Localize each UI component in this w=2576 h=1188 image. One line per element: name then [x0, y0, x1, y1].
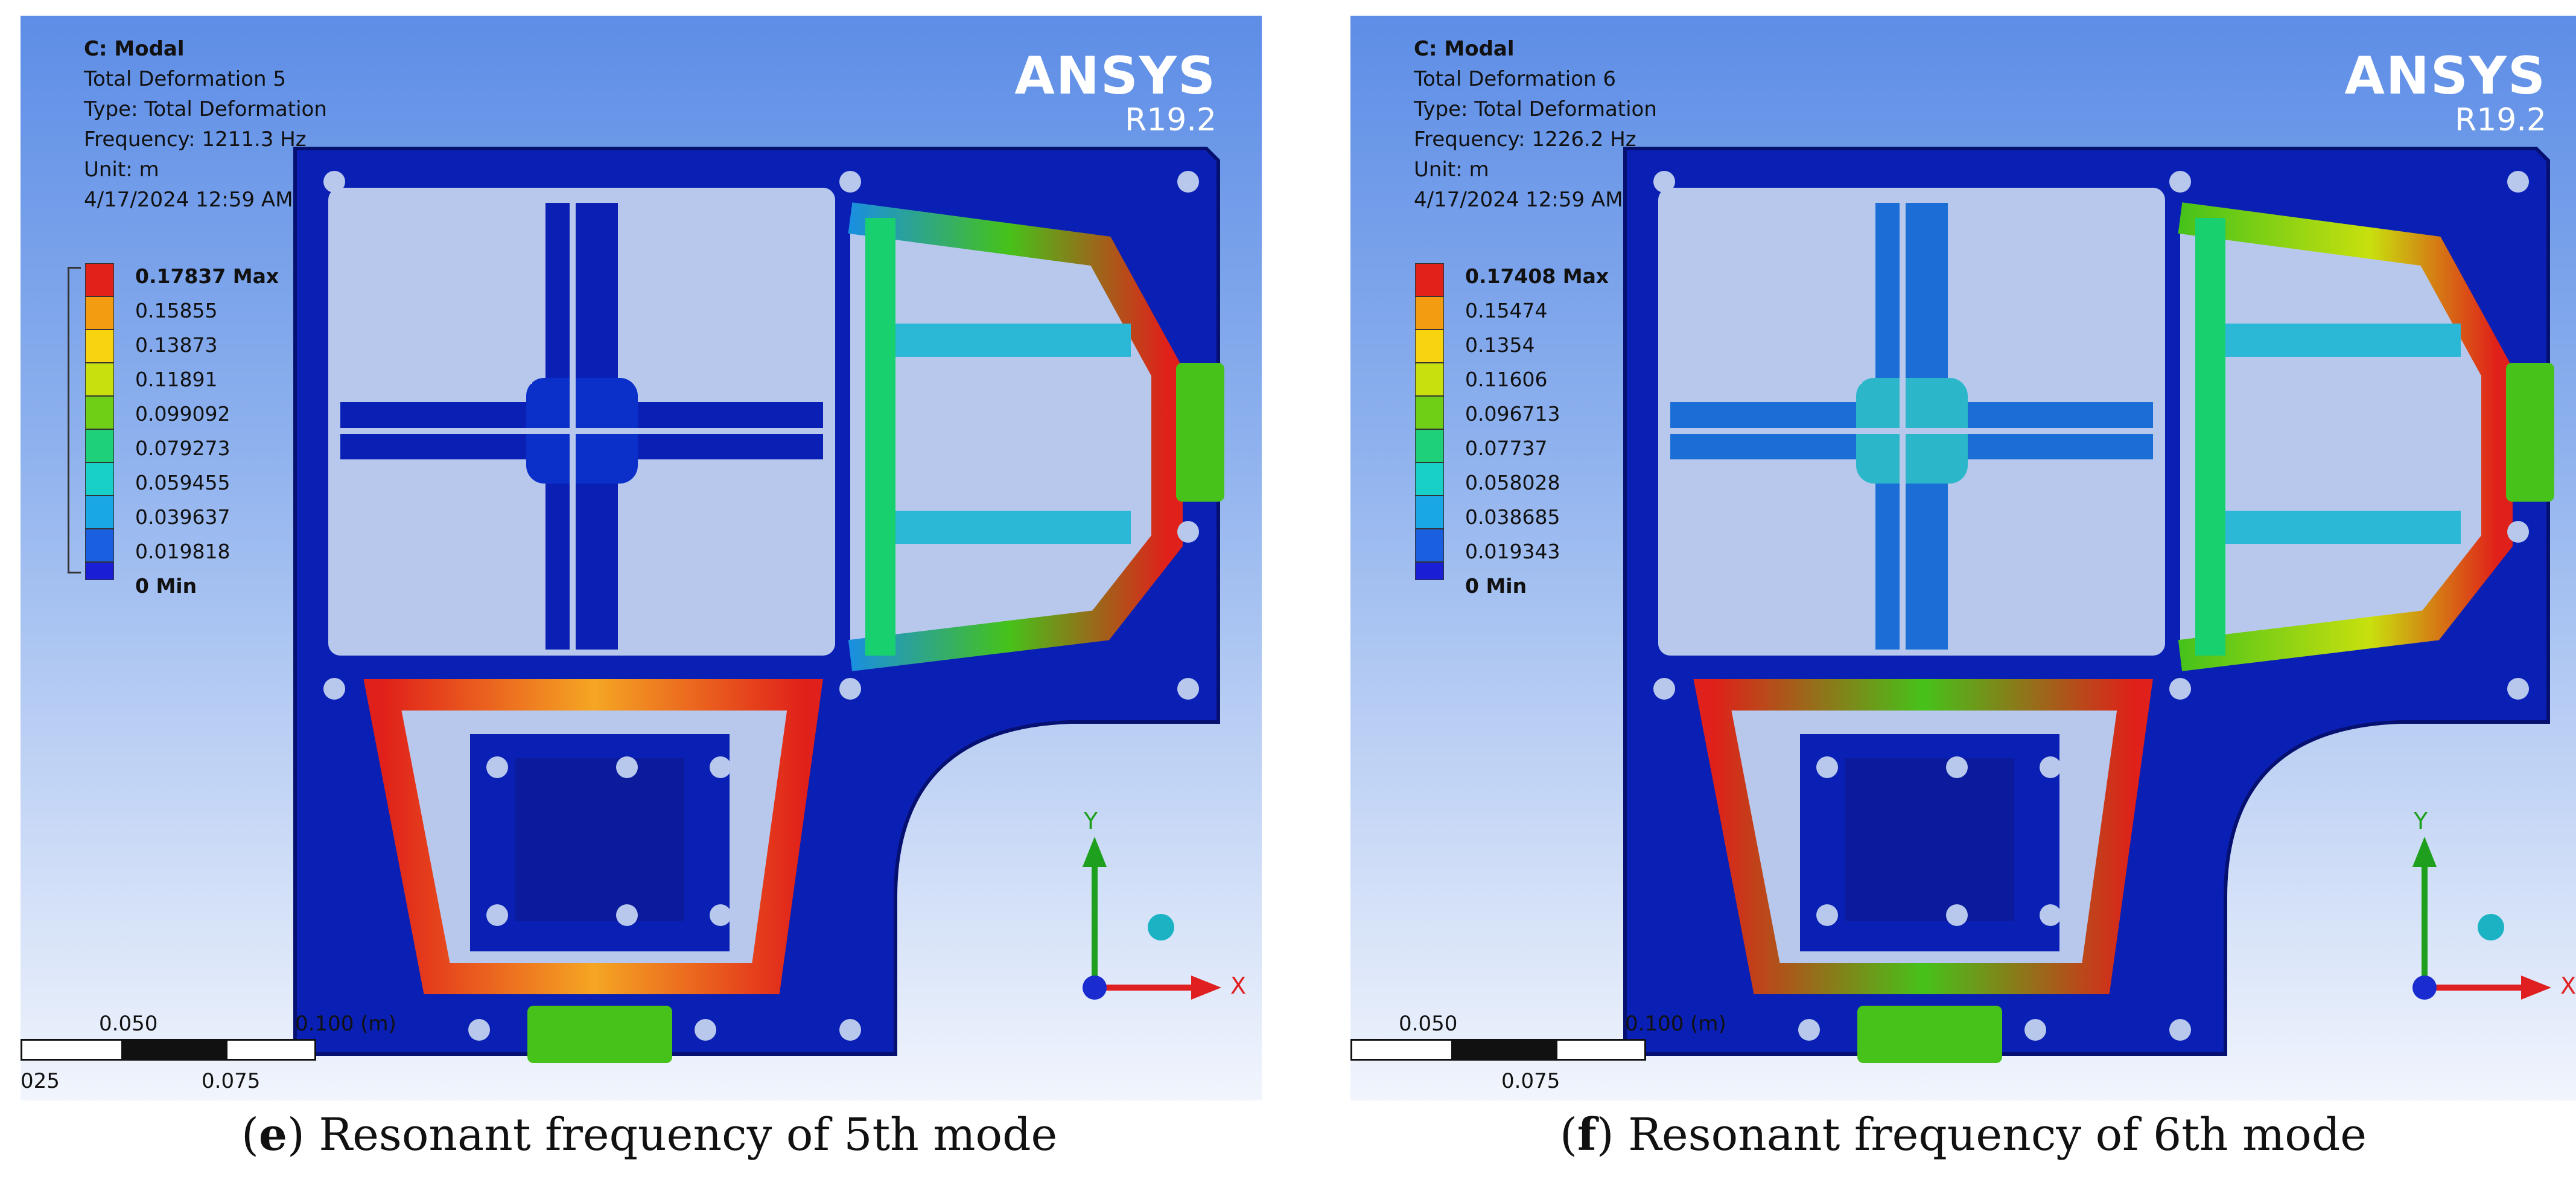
- scale-label-bottom-left: 025: [21, 1069, 60, 1093]
- result-name: Total Deformation 5: [84, 67, 286, 91]
- legend-value: 0.11891: [135, 368, 218, 391]
- legend-value: 0.13873: [135, 333, 218, 357]
- legend-value: 0.039637: [135, 505, 231, 529]
- legend-min: 0 Min: [135, 574, 197, 598]
- ansys-logo: ANSYS R19.2: [1014, 49, 1216, 137]
- result-panel-mode-6: C: Modal Total Deformation 6 Type: Total…: [1350, 16, 2576, 1100]
- legend-swatch: [1415, 496, 1444, 529]
- legend-swatch: [1415, 330, 1444, 363]
- result-header: C: Modal Total Deformation 5 Type: Total…: [84, 34, 327, 215]
- legend-value: 0.07737: [1465, 436, 1548, 460]
- right-tab: [2506, 363, 2554, 502]
- legend-value: 0.019343: [1465, 540, 1560, 563]
- right-tab: [1176, 363, 1224, 502]
- legend-swatch: [1415, 429, 1444, 462]
- axis-y-label: Y: [1084, 808, 1098, 834]
- unit-readout: Unit: m: [84, 158, 159, 182]
- legend-swatch: [1415, 296, 1444, 330]
- unit-readout: Unit: m: [1414, 158, 1489, 182]
- analysis-name: C: Modal: [1414, 37, 1515, 61]
- legend-value: 0.11606: [1465, 368, 1548, 391]
- axis-triad: [1083, 837, 1221, 1000]
- legend-value: 0.1354: [1465, 333, 1535, 357]
- scale-label-end: 0.100 (m): [1625, 1012, 1726, 1036]
- legend-value: 0.058028: [1465, 471, 1560, 494]
- result-name: Total Deformation 6: [1414, 67, 1616, 91]
- bottom-tab: [1857, 1006, 2002, 1063]
- axis-y-label: Y: [2414, 808, 2428, 834]
- deformation-plot: [293, 147, 1224, 1063]
- legend-swatch: [1415, 529, 1444, 562]
- brand-name: ANSYS: [1014, 46, 1216, 106]
- legend-swatch: [85, 462, 114, 496]
- legend-swatch: [85, 396, 114, 429]
- analysis-name: C: Modal: [84, 37, 185, 61]
- axis-x-label: X: [2560, 972, 2576, 999]
- legend-value: 0.096713: [1465, 402, 1560, 426]
- caption-letter: e: [258, 1109, 287, 1161]
- caption-text: ) Resonant frequency of 6th mode: [1596, 1109, 2367, 1161]
- legend-swatch: [1415, 263, 1444, 296]
- axis-x-label: X: [1230, 972, 1247, 999]
- scale-label-top: 0.050: [1399, 1012, 1458, 1036]
- legend-swatch: [85, 330, 114, 363]
- frequency-readout: Frequency: 1226.2 Hz: [1414, 127, 1636, 152]
- legend-max: 0.17837 Max: [135, 264, 279, 288]
- legend-max: 0.17408 Max: [1465, 264, 1609, 288]
- legend-swatch: [1415, 396, 1444, 429]
- legend-swatch: [85, 529, 114, 562]
- scale-label-bottom-right: 0.075: [1501, 1069, 1560, 1093]
- legend-value: 0.15474: [1465, 299, 1548, 322]
- scale-label-bottom-right: 0.075: [202, 1069, 261, 1093]
- legend-value: 0.059455: [135, 471, 231, 494]
- legend-swatch: [1415, 562, 1444, 580]
- caption-mode-6: (f) Resonant frequency of 6th mode: [1560, 1109, 2367, 1161]
- legend-min: 0 Min: [1465, 574, 1527, 598]
- timestamp: 4/17/2024 12:59 AM: [1414, 188, 1623, 212]
- bottom-tab: [527, 1006, 672, 1063]
- legend-value: 0.079273: [135, 436, 231, 460]
- legend-swatch: [85, 263, 114, 296]
- legend-swatch: [85, 496, 114, 529]
- ansys-logo: ANSYS R19.2: [2344, 49, 2546, 137]
- legend-swatch: [85, 562, 114, 580]
- timestamp: 4/17/2024 12:59 AM: [84, 188, 293, 212]
- legend-swatch: [85, 363, 114, 396]
- deformation-plot: [1623, 147, 2554, 1063]
- legend-value: 0.15855: [135, 299, 218, 322]
- scale-label-top: 0.050: [99, 1012, 158, 1036]
- frequency-readout: Frequency: 1211.3 Hz: [84, 127, 307, 152]
- brand-name: ANSYS: [2344, 46, 2546, 106]
- result-type: Type: Total Deformation: [84, 97, 327, 121]
- legend-value: 0.099092: [135, 402, 231, 426]
- scale-label-end: 0.100 (m): [295, 1012, 396, 1036]
- result-panel-mode-5: C: Modal Total Deformation 5 Type: Total…: [21, 16, 1262, 1100]
- caption-mode-5: (e) Resonant frequency of 5th mode: [241, 1109, 1058, 1161]
- legend-value: 0.038685: [1465, 505, 1560, 529]
- brand-version: R19.2: [1125, 102, 1216, 138]
- brand-version: R19.2: [2455, 102, 2546, 138]
- caption-letter: f: [1577, 1109, 1597, 1161]
- legend-swatch: [1415, 363, 1444, 396]
- legend-swatch: [85, 429, 114, 462]
- caption-text: ) Resonant frequency of 5th mode: [287, 1109, 1058, 1161]
- legend-swatch: [1415, 462, 1444, 496]
- legend-value: 0.019818: [135, 540, 231, 563]
- axis-triad: [2412, 837, 2551, 1000]
- result-header: C: Modal Total Deformation 6 Type: Total…: [1414, 34, 1657, 215]
- result-type: Type: Total Deformation: [1414, 97, 1657, 121]
- legend-swatch: [85, 296, 114, 330]
